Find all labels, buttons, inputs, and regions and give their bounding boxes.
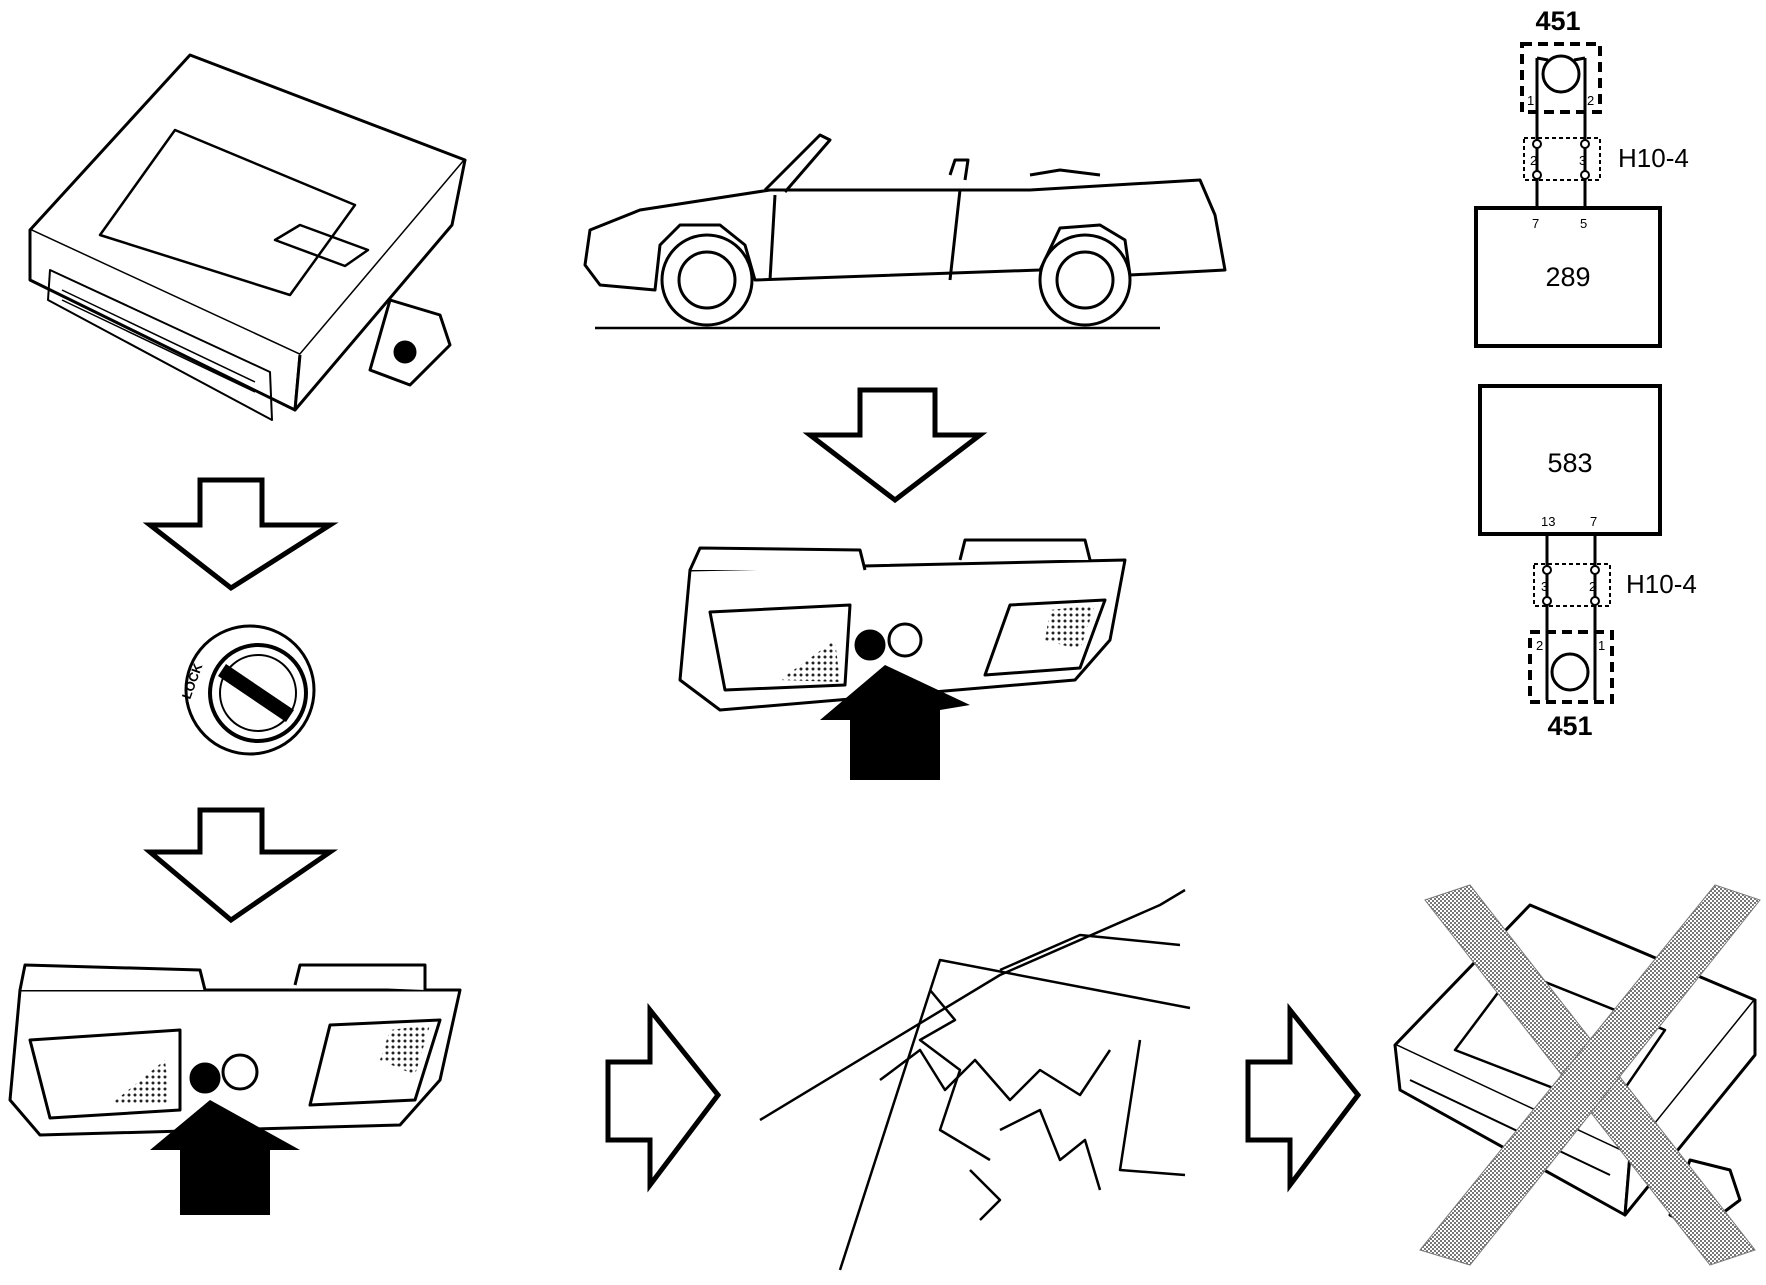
pin-label: 3 xyxy=(1541,579,1548,594)
unit-583-label: 583 xyxy=(1547,448,1592,478)
right-arrow-icon xyxy=(605,1002,722,1193)
component-451-label-bottom: 451 xyxy=(1547,711,1592,741)
component-451-label-top: 451 xyxy=(1535,6,1580,36)
down-arrow-icon xyxy=(142,477,339,592)
pin-label: 2 xyxy=(1536,638,1543,653)
pin-label: 1 xyxy=(1598,638,1605,653)
component-451-box xyxy=(1528,630,1614,704)
pin-label: 7 xyxy=(1532,216,1539,231)
wiring-diagram-top: 451 1 2 2 3 H10-4 7 5 289 xyxy=(1474,6,1689,348)
connector-h10-4-box xyxy=(1523,137,1601,181)
pin-label: 13 xyxy=(1541,514,1555,529)
convertible-car-icon xyxy=(583,133,1227,330)
unit-583-box xyxy=(1478,384,1662,536)
unit-289-box xyxy=(1474,206,1662,348)
right-arrow-icon xyxy=(1245,1002,1362,1193)
pin-label: 2 xyxy=(1589,579,1596,594)
sensor-icon xyxy=(1550,652,1590,692)
unit-289-label: 289 xyxy=(1545,262,1590,292)
pin-label: 7 xyxy=(1590,514,1597,529)
crossed-out-control-unit-icon xyxy=(1393,884,1761,1266)
cracked-windshield-icon xyxy=(759,888,1191,1271)
control-unit-icon xyxy=(28,53,467,421)
wiring-diagram-bottom: 583 13 7 3 2 H10-4 2 1 451 xyxy=(1478,384,1697,741)
roof-switch-panel-icon xyxy=(678,538,1127,780)
connector-h10-4-label-top: H10-4 xyxy=(1618,143,1689,173)
pin-label: 3 xyxy=(1579,153,1586,168)
pin-label: 5 xyxy=(1580,216,1587,231)
pin-label: 2 xyxy=(1587,93,1594,108)
down-arrow-icon xyxy=(143,807,339,924)
ignition-lock-icon: LOCK xyxy=(179,624,316,756)
component-451-box xyxy=(1520,42,1602,114)
down-arrow-icon xyxy=(802,387,988,504)
sensor-icon xyxy=(1541,54,1581,94)
roof-switch-panel-icon xyxy=(8,963,462,1215)
pin-label: 1 xyxy=(1527,93,1534,108)
connector-h10-4-label-bottom: H10-4 xyxy=(1626,569,1697,599)
pin-label: 2 xyxy=(1530,153,1537,168)
connector-h10-4-box xyxy=(1533,563,1611,607)
